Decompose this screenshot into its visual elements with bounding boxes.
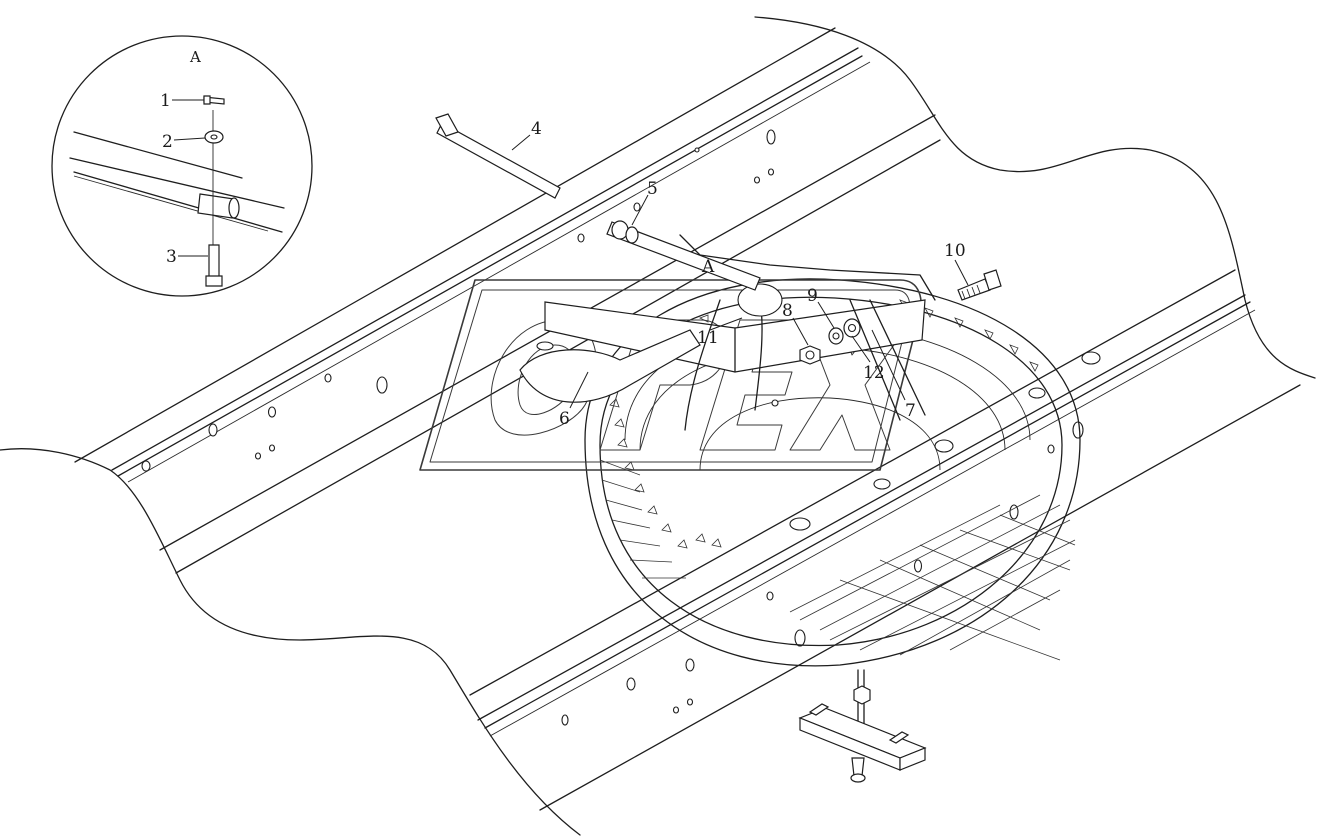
callout-8: 8: [782, 301, 793, 321]
bolt-icon: [957, 269, 1002, 301]
callout-10: 10: [944, 241, 966, 261]
detail-view-a: A: [51, 35, 313, 297]
callout-2: 2: [162, 132, 173, 152]
callout-6: 6: [559, 409, 570, 429]
callouts: 1 2 3 4 5 6 7 8 9 10 11 12: [160, 91, 966, 429]
callout-4: 4: [531, 119, 542, 139]
chassis-outline: [0, 16, 1316, 836]
nut-icon: [799, 345, 821, 365]
view-marker-a: A: [701, 257, 715, 277]
detail-title: A: [189, 48, 201, 66]
winch-bracket-icon: [798, 669, 927, 783]
callout-12: 12: [863, 363, 885, 383]
washer-icon: [204, 130, 224, 144]
pin-icon: [203, 95, 225, 105]
callout-1: 1: [160, 91, 171, 111]
callout-11: 11: [697, 328, 719, 348]
callout-3: 3: [166, 247, 177, 267]
callout-9: 9: [807, 286, 818, 306]
callout-5: 5: [647, 179, 658, 199]
pin-icon: [205, 244, 223, 287]
crossmember-bracket: [519, 234, 936, 431]
callout-7: 7: [905, 401, 916, 421]
frame-rail-right: [469, 269, 1301, 811]
washer-icon: [843, 318, 861, 338]
leader-lines: [172, 99, 969, 409]
washer-icon: [828, 327, 844, 345]
fasteners: [799, 269, 1002, 365]
carrier-shaft: [435, 113, 761, 291]
